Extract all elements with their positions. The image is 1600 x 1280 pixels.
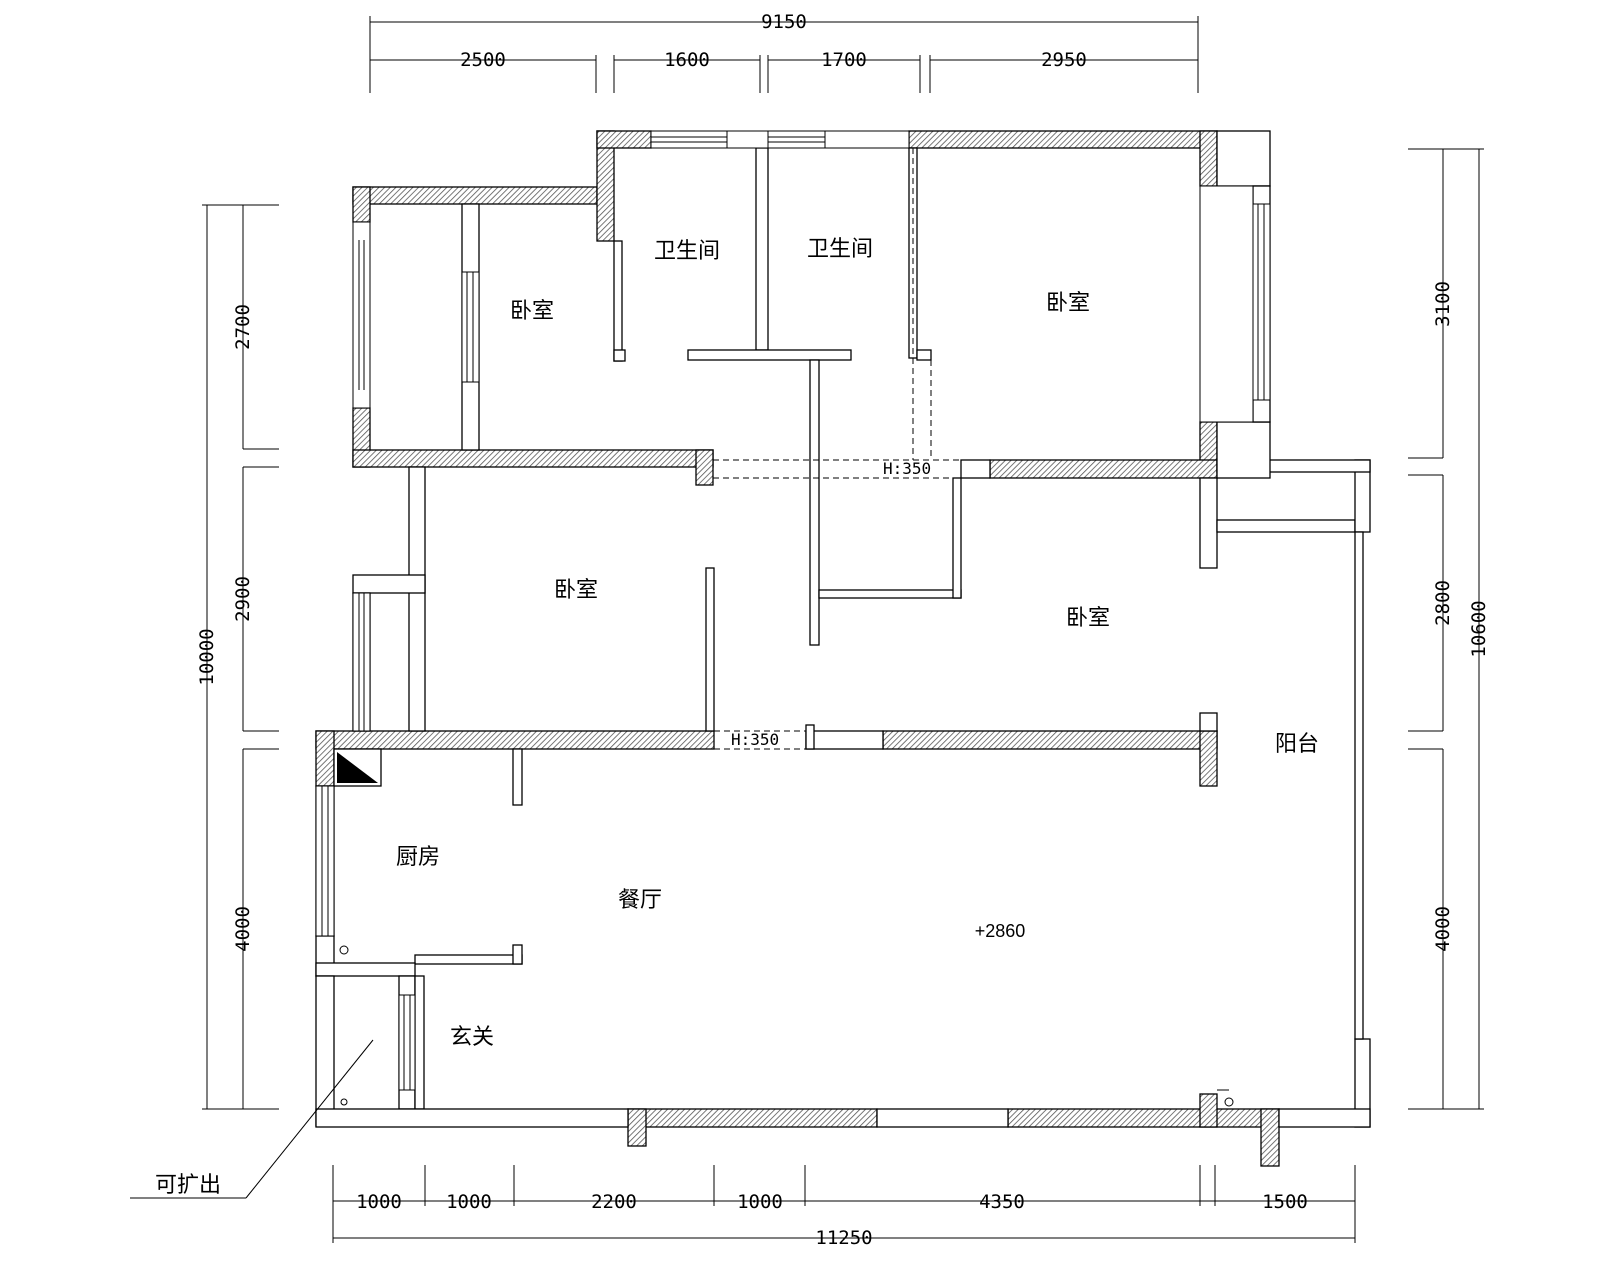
dim-bottom-1: 1000 <box>356 1191 402 1213</box>
label-balcony: 阳台 <box>1275 732 1319 757</box>
dim-bottom-5: 4350 <box>979 1191 1025 1213</box>
dim-bottom-2: 1000 <box>446 1191 492 1213</box>
dim-left-total: 10000 <box>196 628 218 685</box>
dim-bottom-3: 2200 <box>591 1191 637 1213</box>
dim-top-1: 2500 <box>460 49 506 71</box>
label-bedroom-middle-right: 卧室 <box>1066 606 1110 631</box>
label-bathroom-1: 卫生间 <box>654 239 720 264</box>
label-dining: 餐厅 <box>618 888 662 913</box>
dim-bottom-4: 1000 <box>737 1191 783 1213</box>
label-kitchen: 厨房 <box>396 845 440 870</box>
label-entrance: 玄关 <box>450 1025 494 1050</box>
label-bedroom-top-right: 卧室 <box>1046 291 1090 316</box>
dashed-lines <box>713 148 961 750</box>
dim-top-4: 2950 <box>1041 49 1087 71</box>
annotations: H:350 H:350 +2860 可扩出 <box>155 459 1025 1198</box>
dim-bottom-total: 11250 <box>815 1227 872 1249</box>
label-bedroom-top-left: 卧室 <box>510 299 554 324</box>
dim-left-3: 4000 <box>232 906 254 952</box>
drain-markers <box>339 945 1234 1107</box>
expandable-leader <box>130 1039 374 1199</box>
dim-left-1: 2700 <box>232 304 254 350</box>
dim-right-3: 4000 <box>1432 906 1454 952</box>
label-bathroom-2: 卫生间 <box>807 237 873 262</box>
dim-left-2: 2900 <box>232 576 254 622</box>
dim-top-total: 9150 <box>761 11 807 33</box>
dim-top-3: 1700 <box>821 49 867 71</box>
dimension-texts: 9150 2500 1600 1700 2950 1000 1000 2200 … <box>196 11 1490 1249</box>
dim-right-total: 10600 <box>1468 600 1490 657</box>
windows <box>315 130 1271 1091</box>
dim-right-2: 2800 <box>1432 580 1454 626</box>
structural-walls <box>315 130 1280 1167</box>
h350-upper-label: H:350 <box>883 459 931 478</box>
dim-right-1: 3100 <box>1432 281 1454 327</box>
dim-bottom-6: 1500 <box>1262 1191 1308 1213</box>
expandable-label: 可扩出 <box>155 1173 221 1198</box>
room-labels: 卧室 卫生间 卫生间 卧室 卧室 卧室 阳台 厨房 餐厅 玄关 <box>396 237 1319 1050</box>
dim-top-2: 1600 <box>664 49 710 71</box>
elevation-label: +2860 <box>975 921 1026 941</box>
h350-lower-label: H:350 <box>731 730 779 749</box>
label-bedroom-middle-left: 卧室 <box>554 578 598 603</box>
dimension-lines <box>202 16 1484 1243</box>
